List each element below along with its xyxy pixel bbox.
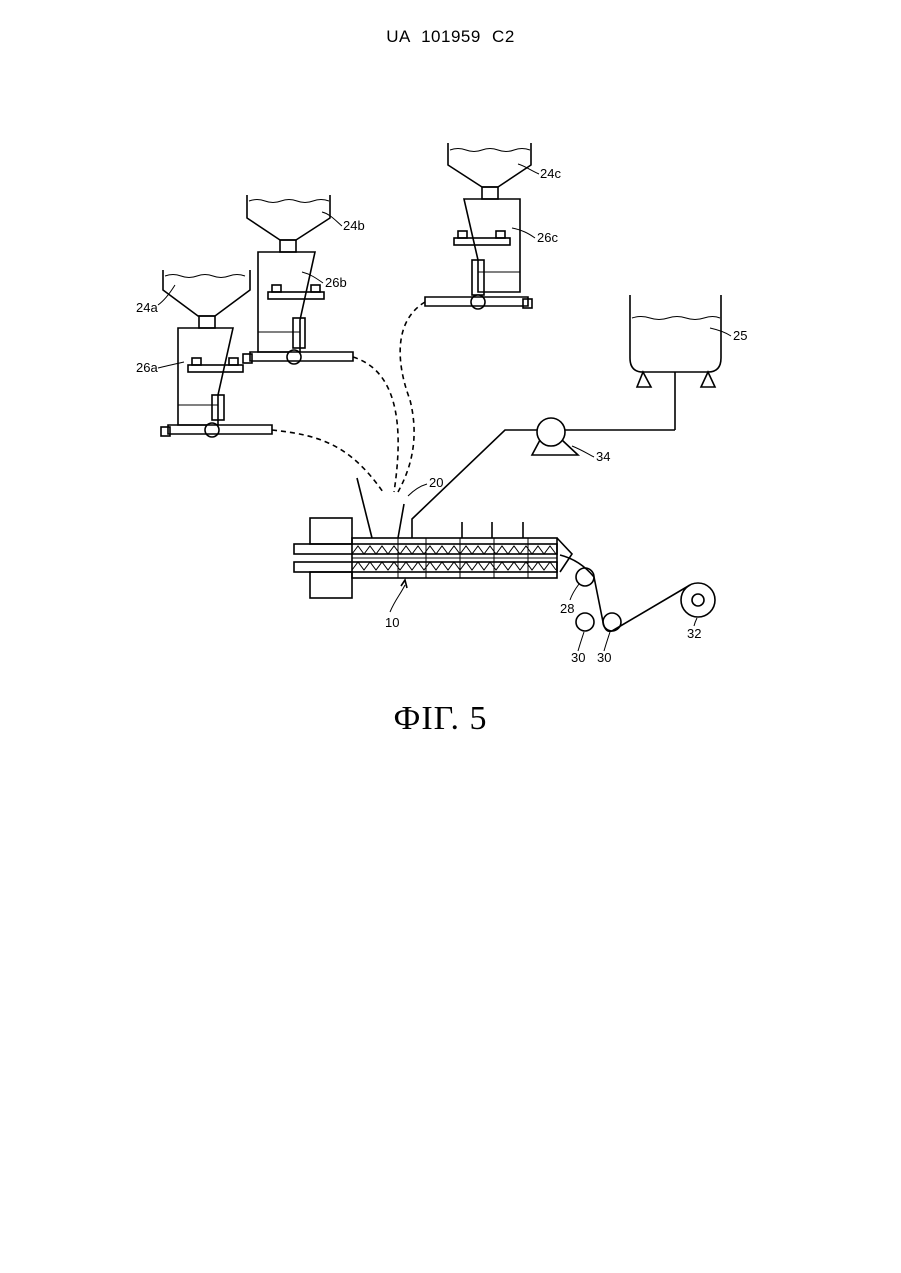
- label-28: 28: [560, 601, 574, 616]
- liquid-tank: [630, 295, 721, 430]
- label-20: 20: [429, 475, 443, 490]
- figure-caption: ФІГ. 5: [0, 700, 881, 738]
- label-26c: 26c: [537, 230, 558, 245]
- feed-lines: [272, 302, 425, 492]
- label-10: 10: [385, 615, 399, 630]
- extruder: [294, 478, 557, 612]
- reference-labels: 24a 24b 24c 26a 26b 26c 25 34 20 10 28 3…: [136, 164, 747, 665]
- label-24a: 24a: [136, 300, 158, 315]
- web-line: [557, 538, 715, 631]
- pump: [412, 418, 675, 538]
- feeder-assembly-a: [161, 270, 272, 437]
- label-30-right: 30: [597, 650, 611, 665]
- label-26a: 26a: [136, 360, 158, 375]
- label-24b: 24b: [343, 218, 365, 233]
- label-25: 25: [733, 328, 747, 343]
- label-34: 34: [596, 449, 610, 464]
- label-30-left: 30: [571, 650, 585, 665]
- label-24c: 24c: [540, 166, 561, 181]
- label-26b: 26b: [325, 275, 347, 290]
- feeder-assembly-c: [425, 143, 532, 309]
- label-32: 32: [687, 626, 701, 641]
